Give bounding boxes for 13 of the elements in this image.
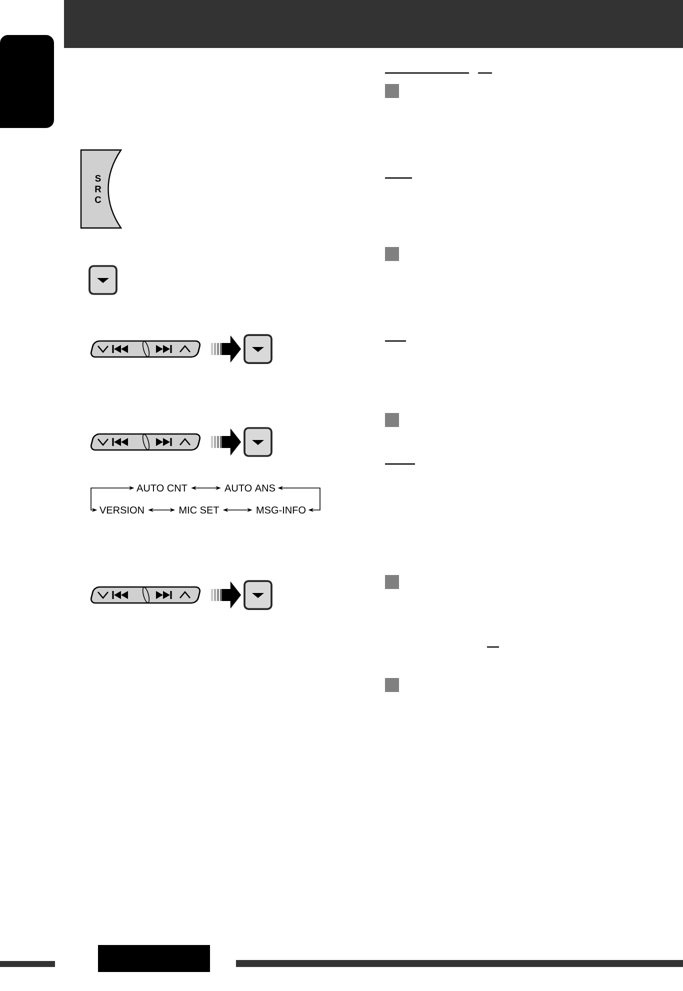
source-button: S R C <box>80 149 122 229</box>
menu-item: VERSION <box>100 506 144 514</box>
menu-item: MIC SET <box>180 506 220 514</box>
down-button <box>244 427 272 457</box>
menu-item: AUTO CNT <box>136 484 188 492</box>
down-button <box>244 334 272 364</box>
rocker-button <box>90 586 201 604</box>
menu-item: MSG-INFO <box>256 506 306 514</box>
down-button <box>88 265 118 295</box>
rocker-button <box>90 433 201 451</box>
menu-item: AUTO ANS <box>224 484 275 492</box>
down-button <box>244 580 272 610</box>
rocker-button <box>90 340 201 358</box>
